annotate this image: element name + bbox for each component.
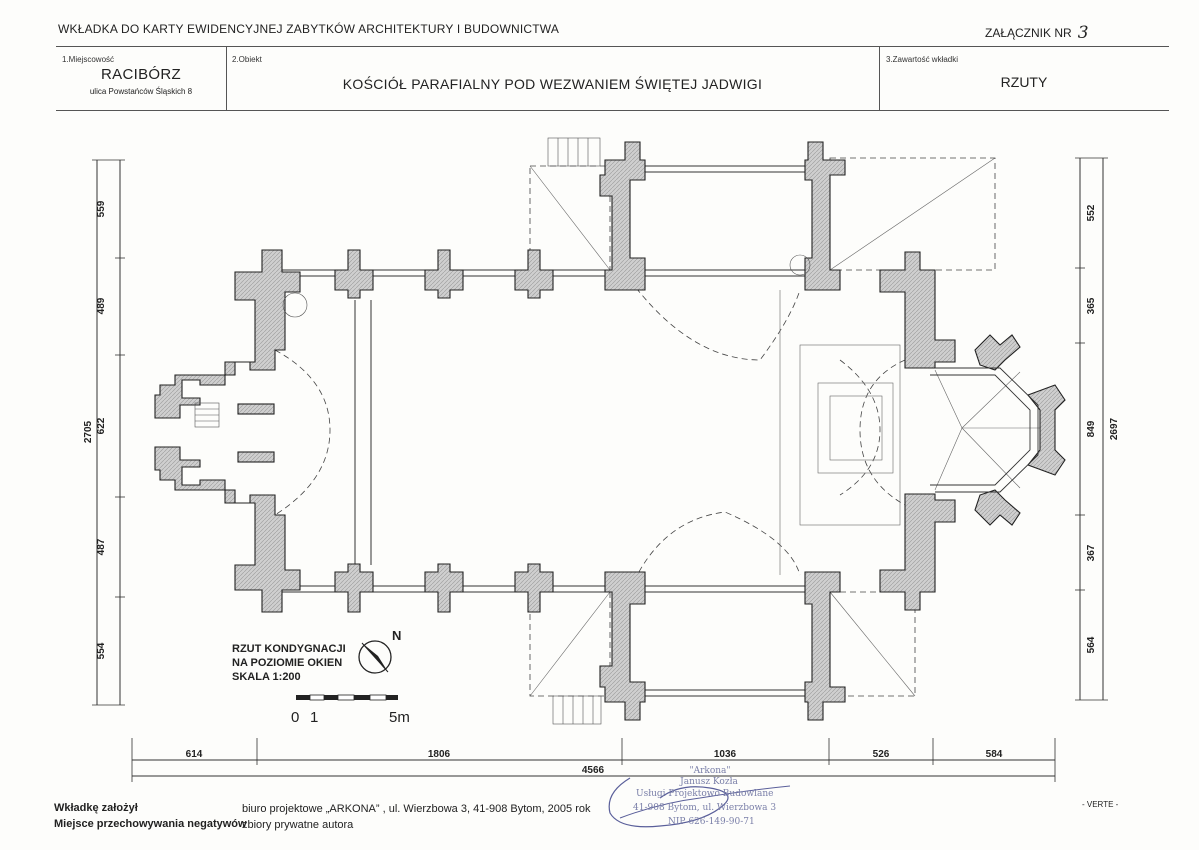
field-divider-2 <box>879 46 880 110</box>
field-divider-1 <box>226 46 227 110</box>
plan-caption-2: NA POZIOMIE OKIEN <box>232 657 342 669</box>
object-label: 2.Obiekt <box>232 55 262 64</box>
dim-left-4: 487 <box>96 538 107 555</box>
stamp-line-5: NIP 626-149-90-71 <box>668 817 755 827</box>
dim-bottom-5: 584 <box>986 749 1003 760</box>
dim-bottom-3: 1036 <box>714 749 737 760</box>
header-title: WKŁADKA DO KARTY EWIDENCYJNEJ ZABYTKÓW A… <box>58 22 560 36</box>
dim-left-1: 559 <box>96 200 107 217</box>
dim-right-2: 365 <box>1086 297 1097 314</box>
header-rule <box>56 46 1169 47</box>
dim-left-2: 489 <box>96 297 107 314</box>
founded-label: Wkładkę założył <box>54 802 138 814</box>
annex: ZAŁĄCZNIK NR 3 <box>985 22 1089 43</box>
dim-bottom-1: 614 <box>186 749 203 760</box>
stamp-line-4: 41-908 Bytom, ul. Wierzbowa 3 <box>633 803 777 813</box>
fields-rule <box>56 110 1169 111</box>
negatives-label: Miejsce przechowywania negatywów <box>54 818 247 830</box>
content-value: RZUTY <box>1000 74 1048 90</box>
location-label: 1.Miejscowość <box>62 55 115 64</box>
plan-caption-1: RZUT KONDYGNACJI <box>232 643 346 655</box>
founded-value: biuro projektowe „ARKONA” , ul. Wierzbow… <box>242 803 591 815</box>
signature-scribble <box>608 777 791 828</box>
dim-right-5: 564 <box>1086 636 1097 653</box>
content-label: 3.Zawartość wkładki <box>886 55 959 64</box>
north-label: N <box>392 628 401 643</box>
scale-bar <box>296 694 398 701</box>
dim-bottom-4: 526 <box>873 749 890 760</box>
stamp: "Arkona" Janusz Kozła Usługi Projektowo … <box>600 766 800 838</box>
dim-left-5: 554 <box>96 642 107 659</box>
negatives-value: zbiory prywatne autora <box>242 819 354 831</box>
annex-number: 3 <box>1077 23 1089 43</box>
annex-label: ZAŁĄCZNIK NR <box>985 26 1072 40</box>
dim-right-total: 2697 <box>1109 417 1120 440</box>
dim-right-1: 552 <box>1086 204 1097 221</box>
scale-one: 1 <box>310 709 318 726</box>
stamp-line-1: "Arkona" <box>689 766 731 776</box>
dim-right-4: 367 <box>1086 544 1097 561</box>
stamp-line-2: Janusz Kozła <box>680 777 738 787</box>
dim-bottom-total: 4566 <box>582 765 605 776</box>
dim-left-total: 2705 <box>83 420 94 443</box>
location-value: RACIBÓRZ <box>101 66 181 83</box>
dim-left-3: 622 <box>96 417 107 434</box>
verte-label: - VERTE - <box>1082 800 1119 809</box>
scale-five: 5m <box>389 709 410 726</box>
object-value: KOŚCIÓŁ PARAFIALNY POD WEZWANIEM ŚWIĘTEJ… <box>342 76 763 92</box>
north-arrow-icon <box>358 640 392 674</box>
plan-scale: SKALA 1:200 <box>232 671 301 683</box>
stamp-line-3: Usługi Projektowo Budowlane <box>636 789 774 799</box>
dim-bottom-2: 1806 <box>428 749 451 760</box>
scale-zero: 0 <box>291 709 299 726</box>
dim-right-3: 849 <box>1086 420 1097 437</box>
street-value: ulica Powstańców Śląskich 8 <box>89 87 193 96</box>
